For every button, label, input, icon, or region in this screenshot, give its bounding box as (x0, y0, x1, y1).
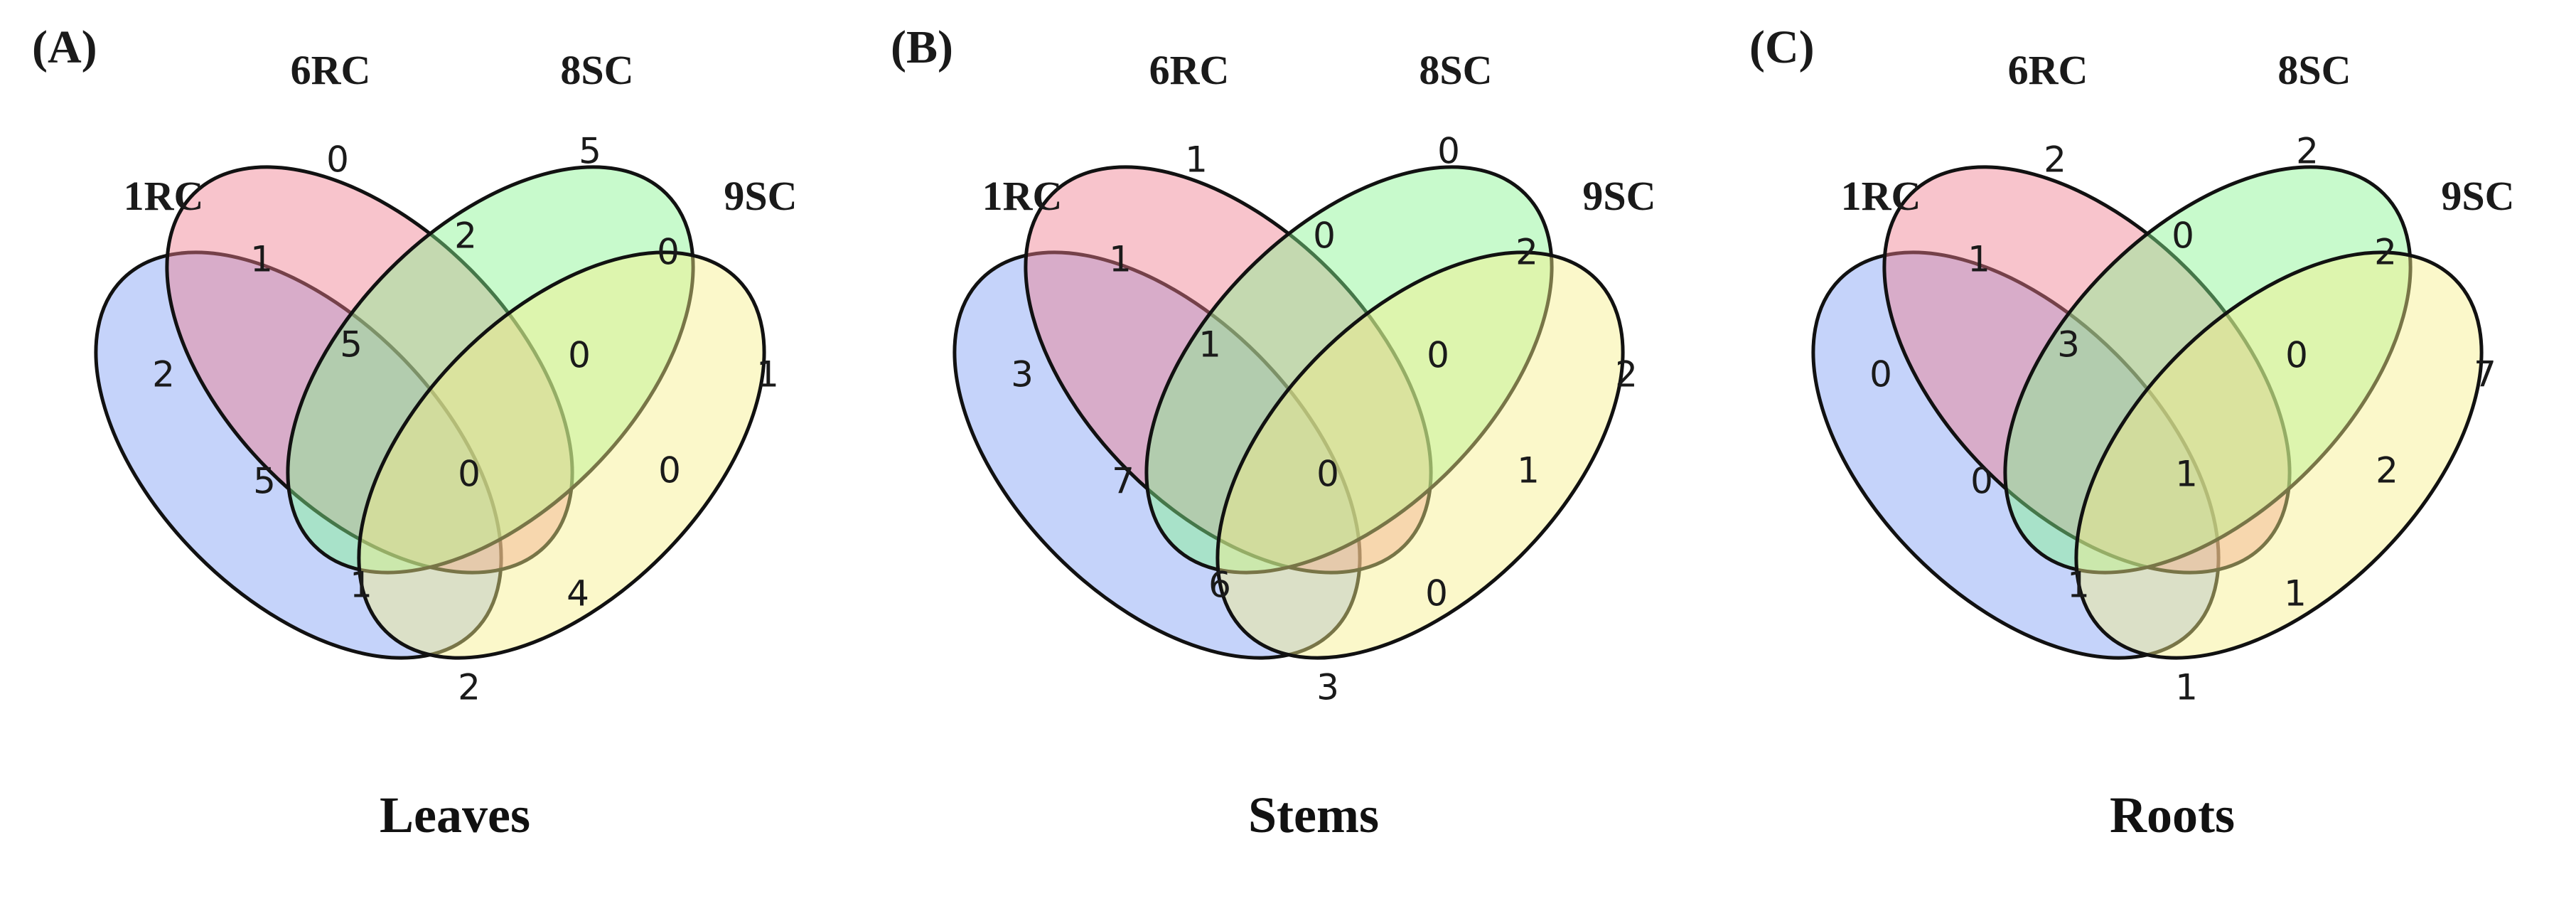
count-only-8sc: 0 (1437, 131, 1460, 172)
set-shape-6rc (1024, 165, 1433, 575)
count-1rc-9sc: 2 (458, 667, 481, 708)
count-1rc-6rc-8sc: 5 (340, 324, 363, 366)
count-only-8sc: 5 (579, 131, 601, 172)
set-label-1rc: 1RC (982, 173, 1063, 219)
count-1rc-6rc: 1 (250, 239, 273, 280)
count-1rc-8sc: 5 (253, 461, 276, 502)
count-1rc-8sc-9sc: 1 (2067, 565, 2090, 606)
panel-caption: Leaves (380, 787, 530, 843)
count-6rc-8sc-9sc: 0 (2285, 335, 2308, 376)
set-shape-9sc (1215, 250, 1625, 660)
count-8sc-9sc: 0 (657, 232, 680, 273)
count-1rc-6rc-8sc: 1 (1198, 324, 1221, 366)
count-1rc-6rc-8sc: 3 (2057, 324, 2080, 366)
panel-caption: Roots (2110, 787, 2235, 843)
count-1rc-8sc-9sc: 1 (350, 565, 372, 606)
count-only-9sc: 7 (2474, 354, 2496, 395)
count-8sc-9sc: 2 (1515, 232, 1538, 273)
count-1rc-6rc: 1 (1968, 239, 1990, 280)
count-only-6rc: 0 (326, 139, 349, 181)
set-label-8sc: 8SC (2277, 47, 2351, 93)
count-6rc-8sc: 2 (454, 215, 477, 257)
panel-label: (B) (891, 21, 953, 73)
count-1rc-6rc-9sc: 4 (567, 573, 589, 614)
count-only-6rc: 1 (1185, 139, 1208, 181)
count-6rc-9sc: 1 (1517, 450, 1540, 491)
set-label-6rc: 6RC (1149, 47, 1230, 93)
count-only-1rc: 3 (1011, 354, 1034, 395)
count-only-9sc: 2 (1615, 354, 1638, 395)
count-1rc-6rc: 1 (1109, 239, 1132, 280)
set-label-6rc: 6RC (291, 47, 371, 93)
count-8sc-9sc: 2 (2374, 232, 2397, 273)
count-1rc-6rc-9sc: 1 (2284, 573, 2307, 614)
count-1rc-9sc: 1 (2175, 667, 2198, 708)
count-only-6rc: 2 (2044, 139, 2066, 181)
set-label-8sc: 8SC (1419, 47, 1492, 93)
count-only-8sc: 2 (2296, 131, 2319, 172)
count-1rc-6rc-8sc-9sc: 1 (2175, 454, 2198, 495)
set-label-1rc: 1RC (124, 173, 204, 219)
count-6rc-8sc-9sc: 0 (568, 335, 591, 376)
count-1rc-6rc-9sc: 0 (1425, 573, 1448, 614)
count-6rc-8sc: 0 (1313, 215, 1336, 257)
count-1rc-6rc-8sc-9sc: 0 (458, 454, 481, 495)
set-label-8sc: 8SC (560, 47, 633, 93)
count-only-1rc: 2 (152, 354, 175, 395)
panel-caption: Stems (1248, 787, 1379, 843)
count-only-1rc: 0 (1869, 354, 1892, 395)
count-6rc-9sc: 0 (658, 450, 681, 491)
set-shape-6rc (1882, 165, 2292, 575)
count-1rc-6rc-8sc-9sc: 0 (1316, 454, 1339, 495)
panel-label: (C) (1749, 21, 1815, 73)
count-1rc-8sc: 0 (1970, 461, 1993, 502)
count-6rc-9sc: 2 (2376, 450, 2398, 491)
set-label-9sc: 9SC (1582, 173, 1655, 219)
set-shape-9sc (2074, 250, 2484, 660)
set-label-6rc: 6RC (2008, 47, 2088, 93)
count-1rc-8sc-9sc: 6 (1208, 565, 1231, 606)
count-1rc-8sc: 7 (1112, 461, 1134, 502)
panel-label: (A) (32, 21, 97, 73)
count-1rc-9sc: 3 (1316, 667, 1339, 708)
set-label-9sc: 9SC (2441, 173, 2514, 219)
set-shape-6rc (165, 165, 574, 575)
count-6rc-8sc: 0 (2172, 215, 2194, 257)
count-6rc-8sc-9sc: 0 (1427, 335, 1449, 376)
set-shape-9sc (357, 250, 766, 660)
count-only-9sc: 1 (756, 354, 779, 395)
set-label-1rc: 1RC (1841, 173, 1921, 219)
set-label-9sc: 9SC (724, 173, 797, 219)
